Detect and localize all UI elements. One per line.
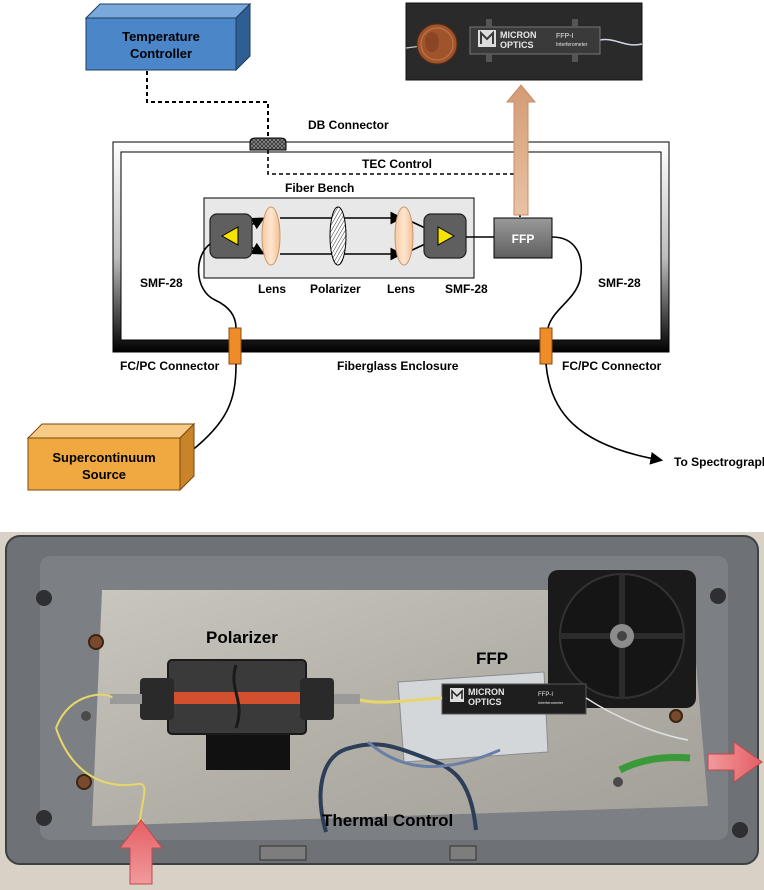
photo-output-arrow [707, 741, 763, 783]
fc-pc-connector-left [228, 327, 242, 365]
left-coupler-triangle [220, 226, 239, 246]
inset-model-sub: Interferometer [556, 42, 588, 48]
supercontinuum-source-box: Supercontinuum Source [26, 422, 196, 492]
fiber-to-spectrograph [545, 363, 664, 465]
fiberglass-enclosure-label: Fiberglass Enclosure [337, 359, 459, 373]
fiber-to-source [189, 363, 237, 453]
supercontinuum-label-line1: Supercontinuum [52, 450, 155, 465]
left-lens [261, 206, 281, 266]
ffp-box: FFP [493, 217, 553, 259]
photo-brand-line1: MICRON [468, 687, 505, 697]
polarizer-label: Polarizer [310, 282, 361, 296]
supercontinuum-label-line2: Source [82, 467, 126, 482]
ffp-device-photo: MICRON OPTICS FFP-I Interferometer [397, 671, 587, 763]
right-fiber-coupler [423, 213, 467, 259]
temperature-controller-box: Temperature Controller [84, 2, 252, 72]
fc-pc-left-label: FC/PC Connector [120, 359, 220, 373]
photo-model-sub: Interferometer [538, 700, 564, 705]
lens-right-label: Lens [387, 282, 415, 296]
photo-polarizer-label: Polarizer [206, 628, 278, 647]
fc-pc-right-label: FC/PC Connector [562, 359, 662, 373]
smf-right-outer-label: SMF-28 [598, 276, 641, 290]
photo-brand-line2: OPTICS [468, 697, 502, 707]
photo-ffp-label: FFP [476, 649, 508, 668]
lens-left-label: Lens [258, 282, 286, 296]
temperature-controller-label-line2: Controller [130, 46, 192, 61]
left-fiber-coupler [209, 213, 253, 259]
db-connector-label: DB Connector [308, 118, 389, 132]
inset-model: FFP-I [556, 33, 574, 40]
temperature-cable [146, 71, 269, 140]
inset-brand-line1: MICRON [500, 30, 537, 40]
db-connector [249, 137, 287, 151]
to-spectrograph-label: To Spectrograph [674, 455, 764, 469]
enclosure-photo: MICRON OPTICS FFP-I Interferometer Polar… [0, 532, 764, 890]
fiber-bench-label: Fiber Bench [285, 181, 354, 195]
photo-input-arrow [119, 819, 163, 885]
right-coupler-triangle [437, 226, 456, 246]
polarizer-mount-photo [110, 659, 360, 770]
fc-pc-connector-right [539, 327, 553, 365]
smf-fiber-left [197, 243, 237, 329]
polarizer-element [329, 206, 347, 266]
inset-brand-line2: OPTICS [500, 40, 534, 50]
photo-thermal-control-label: Thermal Control [322, 811, 453, 830]
smf-right-inner-label: SMF-28 [445, 282, 488, 296]
smf-fiber-right [547, 236, 582, 329]
arrow-to-inset [505, 84, 537, 216]
fiber-spool [548, 570, 696, 708]
ffp-inset-photo: MICRON OPTICS FFP-I Interferometer [405, 2, 643, 81]
ffp-label: FFP [512, 232, 535, 246]
tec-control-label: TEC Control [362, 157, 432, 171]
right-lens [394, 206, 414, 266]
photo-model: FFP-I [538, 692, 553, 698]
smf-left-label: SMF-28 [140, 276, 183, 290]
temperature-controller-label-line1: Temperature [122, 29, 200, 44]
